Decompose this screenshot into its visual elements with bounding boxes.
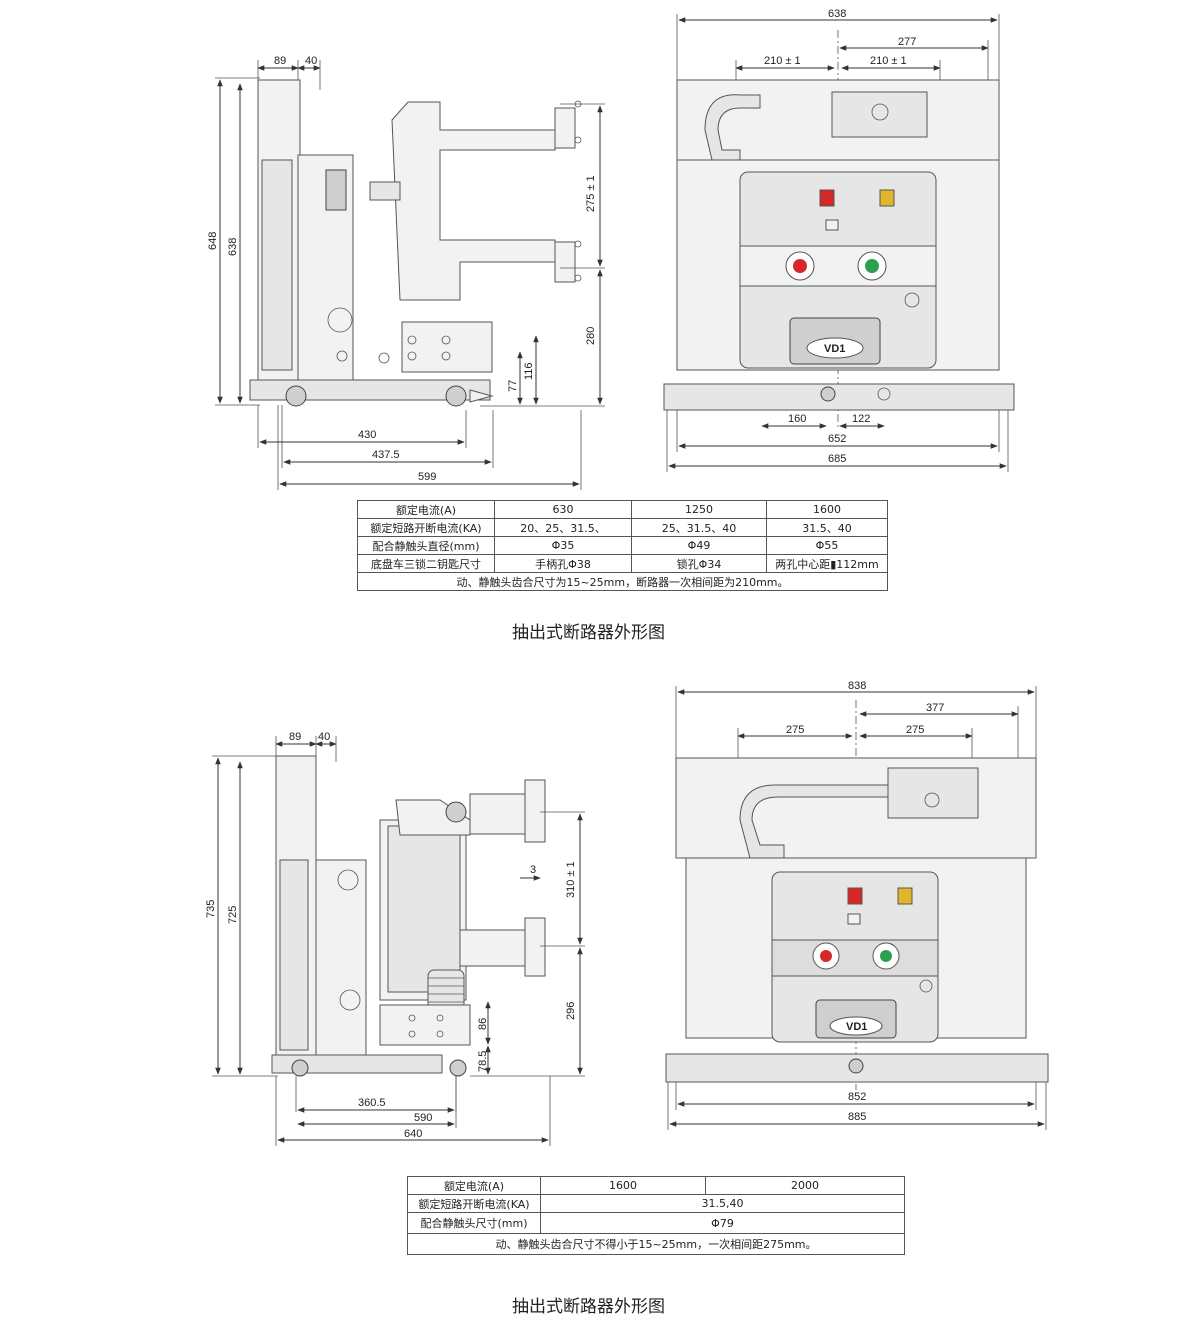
table-cell: 20、25、31.5、 xyxy=(494,518,632,537)
fig2-dim-360-5: 360.5 xyxy=(358,1097,386,1109)
fig1-dim-210-left: 210 ± 1 xyxy=(764,55,801,67)
fig1-dim-599: 599 xyxy=(418,471,436,483)
fig2-caption: 抽出式断路器外形图 xyxy=(512,1297,665,1317)
fig1-dim-685: 685 xyxy=(828,453,846,465)
table-cell: 手柄孔Φ38 xyxy=(494,554,632,573)
fig2-dim-40: 40 xyxy=(318,731,330,743)
fig2-dim-640: 640 xyxy=(404,1128,422,1140)
table-row: 配合静触头直径(mm) Φ35 Φ49 Φ55 xyxy=(357,536,888,555)
table-cell: 配合静触头尺寸(mm) xyxy=(407,1212,541,1234)
table-cell: 额定短路开断电流(KA) xyxy=(407,1194,541,1213)
fig1-spec-table: 额定电流(A) 630 1250 1600 额定短路开断电流(KA) 20、25… xyxy=(357,500,888,591)
table-cell: Φ35 xyxy=(494,536,632,555)
fig2-dim-86: 86 xyxy=(477,1018,489,1030)
table-cell: 额定电流(A) xyxy=(357,500,495,519)
fig1-dim-638: 638 xyxy=(227,238,239,256)
table-row: 配合静触头尺寸(mm) Φ79 xyxy=(407,1212,905,1234)
fig2-dim-725: 725 xyxy=(227,906,239,924)
table-cell: Φ55 xyxy=(766,536,888,555)
fig1-front-view: 638 277 210 ± 1 210 ± 1 VD1 160 xyxy=(663,8,1015,472)
table-row: 额定短路开断电流(KA) 31.5,40 xyxy=(407,1194,905,1213)
fig2-side-view: 89 40 735 725 31 xyxy=(205,731,585,1146)
fig2-dim-296: 296 xyxy=(565,1002,577,1020)
fig2-dim-735: 735 xyxy=(205,900,217,918)
fig2-dim-590: 590 xyxy=(414,1112,432,1124)
fig2-dim-310: 310 ± 1 xyxy=(565,861,577,898)
fig2-dim-885: 885 xyxy=(848,1111,866,1123)
fig1-side-view: 89 40 648 638 27 xyxy=(207,55,605,490)
fig1-dim-430: 430 xyxy=(358,429,376,441)
fig1-dim-210-right: 210 ± 1 xyxy=(870,55,907,67)
fig1-dim-277: 277 xyxy=(898,36,916,48)
fig1-dim-122: 122 xyxy=(852,413,870,425)
table-cell: 配合静触头直径(mm) xyxy=(357,536,495,555)
fig1-dim-280: 280 xyxy=(585,327,597,345)
table-cell: 31.5,40 xyxy=(540,1194,905,1213)
fig1-dim-638-w: 638 xyxy=(828,8,846,20)
table-cell: 锁孔Φ34 xyxy=(631,554,767,573)
fig2-dim-275-right: 275 xyxy=(906,724,924,736)
fig1-caption: 抽出式断路器外形图 xyxy=(512,623,665,643)
fig2-dim-89: 89 xyxy=(289,731,301,743)
table-note: 动、静触头齿合尺寸不得小于15~25mm，一次相间距275mm。 xyxy=(407,1233,905,1255)
fig1-dim-652: 652 xyxy=(828,433,846,445)
table-cell: 两孔中心距▮112mm xyxy=(766,554,888,573)
table-row: 底盘车三锁二钥匙尺寸 手柄孔Φ38 锁孔Φ34 两孔中心距▮112mm xyxy=(357,554,888,573)
table-cell: 1600 xyxy=(766,500,888,519)
table-row: 额定电流(A) 1600 2000 xyxy=(407,1176,905,1195)
table-cell: 630 xyxy=(494,500,632,519)
fig1-dim-77: 77 xyxy=(507,380,519,392)
fig1-dim-275: 275 ± 1 xyxy=(585,175,597,212)
table-cell: 25、31.5、40 xyxy=(631,518,767,537)
fig1-dim-89: 89 xyxy=(274,55,286,67)
fig2-dim-275-left: 275 xyxy=(786,724,804,736)
table-cell: 31.5、40 xyxy=(766,518,888,537)
table-row: 额定短路开断电流(KA) 20、25、31.5、 25、31.5、40 31.5… xyxy=(357,518,888,537)
fig1-dim-437-5: 437.5 xyxy=(372,449,400,461)
table-cell: Φ49 xyxy=(631,536,767,555)
table-cell: 额定短路开断电流(KA) xyxy=(357,518,495,537)
table-cell: 额定电流(A) xyxy=(407,1176,541,1195)
fig2-dim-838: 838 xyxy=(848,680,866,692)
table-row: 动、静触头齿合尺寸不得小于15~25mm，一次相间距275mm。 xyxy=(407,1233,905,1255)
table-row: 动、静触头齿合尺寸为15~25mm，断路器一次相间距为210mm。 xyxy=(357,572,888,591)
table-cell: 1250 xyxy=(631,500,767,519)
table-cell: 2000 xyxy=(705,1176,905,1195)
table-note: 动、静触头齿合尺寸为15~25mm，断路器一次相间距为210mm。 xyxy=(357,572,888,591)
fig1-dim-648: 648 xyxy=(207,232,219,250)
fig2-spec-table: 额定电流(A) 1600 2000 额定短路开断电流(KA) 31.5,40 配… xyxy=(407,1176,905,1255)
fig2-front-view: 838 377 275 275 VD1 xyxy=(665,680,1049,1130)
table-row: 额定电流(A) 630 1250 1600 xyxy=(357,500,888,519)
table-cell: Φ79 xyxy=(540,1212,905,1234)
fig1-dim-116: 116 xyxy=(523,362,535,380)
fig1-dim-160: 160 xyxy=(788,413,806,425)
table-cell: 1600 xyxy=(540,1176,706,1195)
fig2-dim-3: 3 xyxy=(530,864,536,876)
fig2-nameplate: VD1 xyxy=(846,1021,867,1033)
fig1-nameplate: VD1 xyxy=(824,343,845,355)
fig1-dim-40: 40 xyxy=(305,55,317,67)
fig2-dim-78-5: 78.5 xyxy=(477,1051,489,1072)
fig2-dim-852: 852 xyxy=(848,1091,866,1103)
table-cell: 底盘车三锁二钥匙尺寸 xyxy=(357,554,495,573)
fig2-dim-377: 377 xyxy=(926,702,944,714)
